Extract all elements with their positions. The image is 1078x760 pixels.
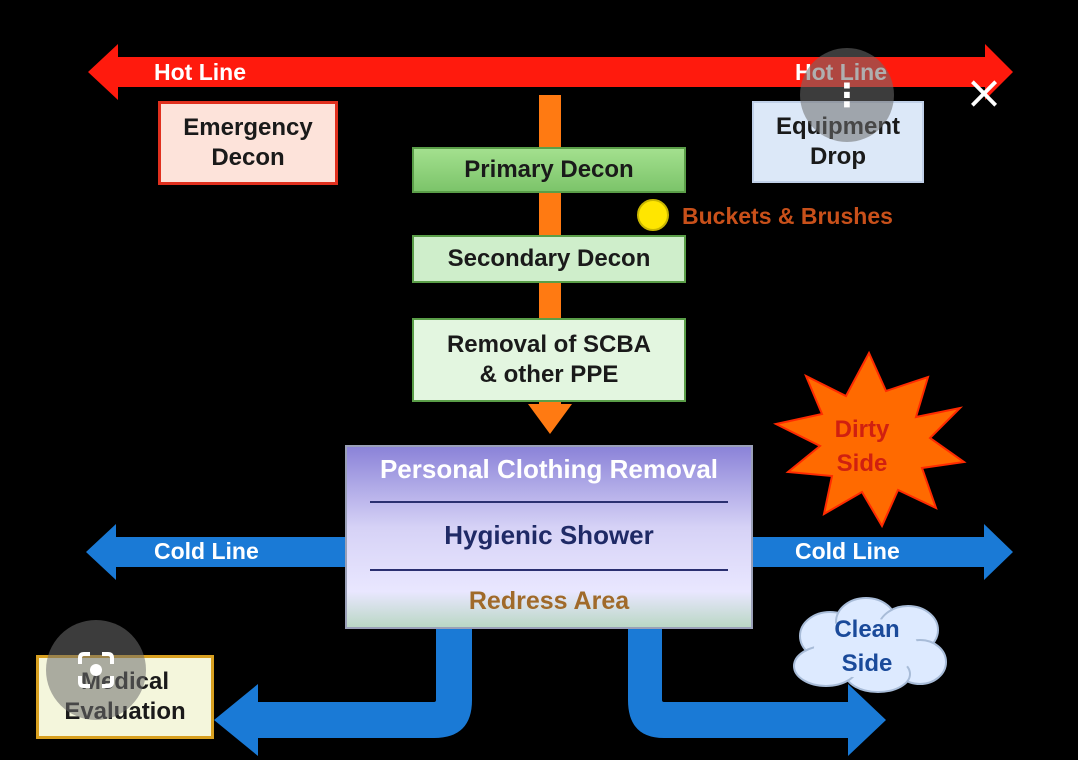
more-vert-icon: ⋮ xyxy=(831,76,863,114)
buckets-brushes-label: Buckets & Brushes xyxy=(682,203,893,229)
cold-line-right-arrow xyxy=(752,524,1013,580)
exit-arrow-right xyxy=(628,628,886,756)
clean-side-cloud xyxy=(793,597,947,693)
lens-icon xyxy=(78,652,114,688)
cold-line-right-label: Cold Line xyxy=(795,538,900,564)
dirty-side-line2: Side xyxy=(836,450,888,477)
dirty-side-line1: Dirty xyxy=(834,416,890,443)
clean-side-line1: Clean xyxy=(834,616,900,643)
close-button[interactable]: × xyxy=(958,66,1010,118)
hygienic-shower-label: Hygienic Shower xyxy=(444,520,654,550)
removal-scba-box: Removal of SCBA & other PPE xyxy=(412,318,686,402)
buckets-dot xyxy=(637,199,669,231)
clean-side-line2: Side xyxy=(841,650,893,677)
redress-area-label: Redress Area xyxy=(468,587,630,615)
cold-line-left-label: Cold Line xyxy=(154,538,259,564)
primary-decon-box: Primary Decon xyxy=(412,147,686,193)
exit-arrow-left xyxy=(214,628,472,756)
dirty-side-burst xyxy=(773,350,967,529)
more-options-button[interactable]: ⋮ xyxy=(800,48,894,142)
cold-line-left-arrow xyxy=(86,524,346,580)
secondary-decon-box: Secondary Decon xyxy=(412,235,686,283)
lens-search-button[interactable] xyxy=(46,620,146,720)
emergency-decon-box: Emergency Decon xyxy=(158,101,338,185)
hot-line-left-label: Hot Line xyxy=(154,59,246,85)
station-box xyxy=(345,445,753,629)
flow-arrow-head xyxy=(528,404,572,434)
hot-line-arrow xyxy=(88,44,1013,100)
clothing-removal-label: Personal Clothing Removal xyxy=(379,454,719,484)
close-icon: × xyxy=(964,65,1004,119)
